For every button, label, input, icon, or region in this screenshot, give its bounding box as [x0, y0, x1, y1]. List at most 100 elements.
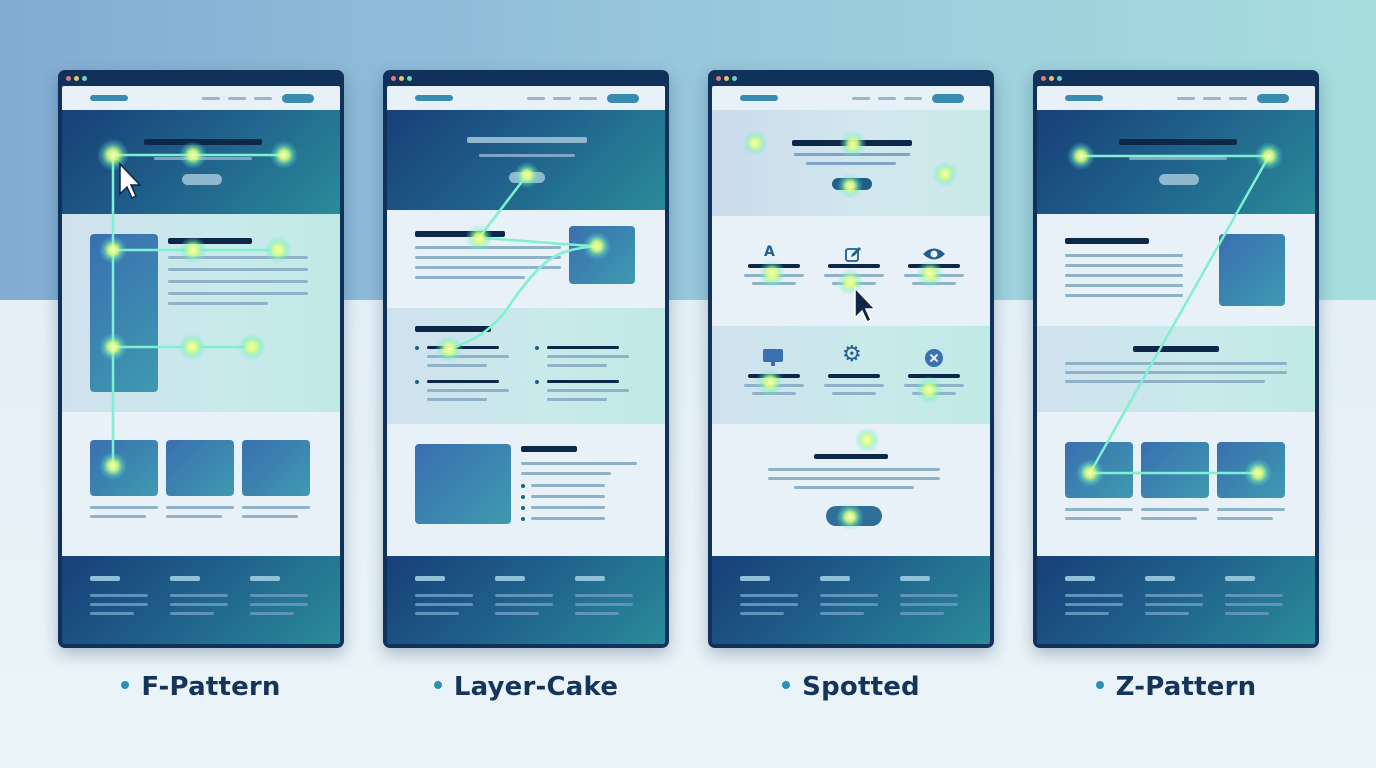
text-line [168, 256, 308, 259]
list-line [427, 346, 499, 349]
list-line [531, 484, 605, 487]
footer-line [1065, 612, 1109, 615]
text-line [168, 280, 308, 283]
footer-line [1225, 603, 1283, 606]
footer-line [1145, 594, 1203, 597]
footer-heading [495, 576, 525, 581]
side-image [90, 234, 158, 392]
text-line [168, 302, 268, 305]
caption-label: Layer-Cake [453, 672, 619, 702]
nav-link [553, 97, 571, 100]
window-dot-yellow [74, 76, 79, 81]
text-a-icon: A [764, 244, 775, 260]
footer-section [387, 556, 665, 644]
hero-section [62, 110, 340, 214]
footer-line [495, 612, 539, 615]
hero-title [144, 139, 262, 145]
hero-title [467, 137, 587, 143]
card-image [90, 440, 158, 496]
close-circle-icon [925, 349, 943, 367]
card-text [166, 515, 222, 518]
content-heading [1065, 238, 1149, 244]
feature-text [912, 282, 956, 285]
list-line [531, 495, 605, 498]
nav-logo [90, 95, 128, 101]
text-line [168, 292, 308, 295]
feature-title [828, 374, 880, 378]
list-line [547, 398, 607, 401]
feature-text [912, 392, 956, 395]
caption-label: F-Pattern [141, 672, 281, 702]
card-text [166, 506, 234, 509]
layer-one [387, 210, 665, 308]
footer-heading [415, 576, 445, 581]
hero-button [182, 174, 222, 185]
feature-text [744, 274, 804, 277]
card-image [242, 440, 310, 496]
list-line [547, 389, 629, 392]
card-text [90, 515, 146, 518]
text-line [521, 472, 611, 475]
bullet [521, 495, 525, 499]
footer-line [170, 612, 214, 615]
nav-bar [1037, 86, 1315, 110]
footer-heading [575, 576, 605, 581]
content-heading [168, 238, 252, 244]
nav-link [254, 97, 272, 100]
feature-text [832, 282, 876, 285]
footer-line [170, 594, 228, 597]
layer-image [569, 226, 635, 284]
content-section [1037, 214, 1315, 326]
footer-heading [170, 576, 200, 581]
feature-title [908, 264, 960, 268]
bullet [521, 506, 525, 510]
bullet [521, 484, 525, 488]
hero-subtitle [806, 162, 896, 165]
text-line [1065, 274, 1183, 277]
footer-line [250, 594, 308, 597]
footer-line [415, 594, 473, 597]
list-line [427, 355, 509, 358]
caption-z-pattern: Z-Pattern [1033, 672, 1319, 702]
bullet-dot [1095, 680, 1104, 689]
text-line [1065, 254, 1183, 257]
footer-line [90, 603, 148, 606]
footer-section [62, 556, 340, 644]
footer-line [740, 612, 784, 615]
nav-link [1177, 97, 1195, 100]
bullet-dot [433, 680, 442, 689]
footer-heading [1145, 576, 1175, 581]
text-line [794, 486, 914, 489]
bullet-dot [121, 680, 130, 689]
footer-line [495, 594, 553, 597]
text-line [415, 246, 561, 249]
hero-button [1159, 174, 1199, 185]
text-line [768, 468, 940, 471]
footer-line [575, 603, 633, 606]
cta-heading [814, 454, 888, 459]
footer-heading [1225, 576, 1255, 581]
cta-button [826, 506, 882, 526]
window-dot-green [732, 76, 737, 81]
feature-title [828, 264, 880, 268]
text-line [1065, 362, 1287, 365]
card-text [90, 506, 158, 509]
footer-section [1037, 556, 1315, 644]
footer-line [415, 603, 473, 606]
card-text [242, 506, 310, 509]
feature-title [748, 374, 800, 378]
edit-icon [845, 247, 861, 262]
nav-link [527, 97, 545, 100]
nav-cta [1257, 94, 1289, 103]
layer-three [387, 424, 665, 556]
nav-cta [607, 94, 639, 103]
text-line [1065, 264, 1183, 267]
nav-link [1229, 97, 1247, 100]
footer-heading [250, 576, 280, 581]
footer-line [900, 603, 958, 606]
layer-heading [415, 326, 491, 332]
content-section [62, 214, 340, 412]
list-line [427, 398, 487, 401]
card-text [1217, 517, 1273, 520]
features-row-two: ⚙ [712, 326, 990, 424]
